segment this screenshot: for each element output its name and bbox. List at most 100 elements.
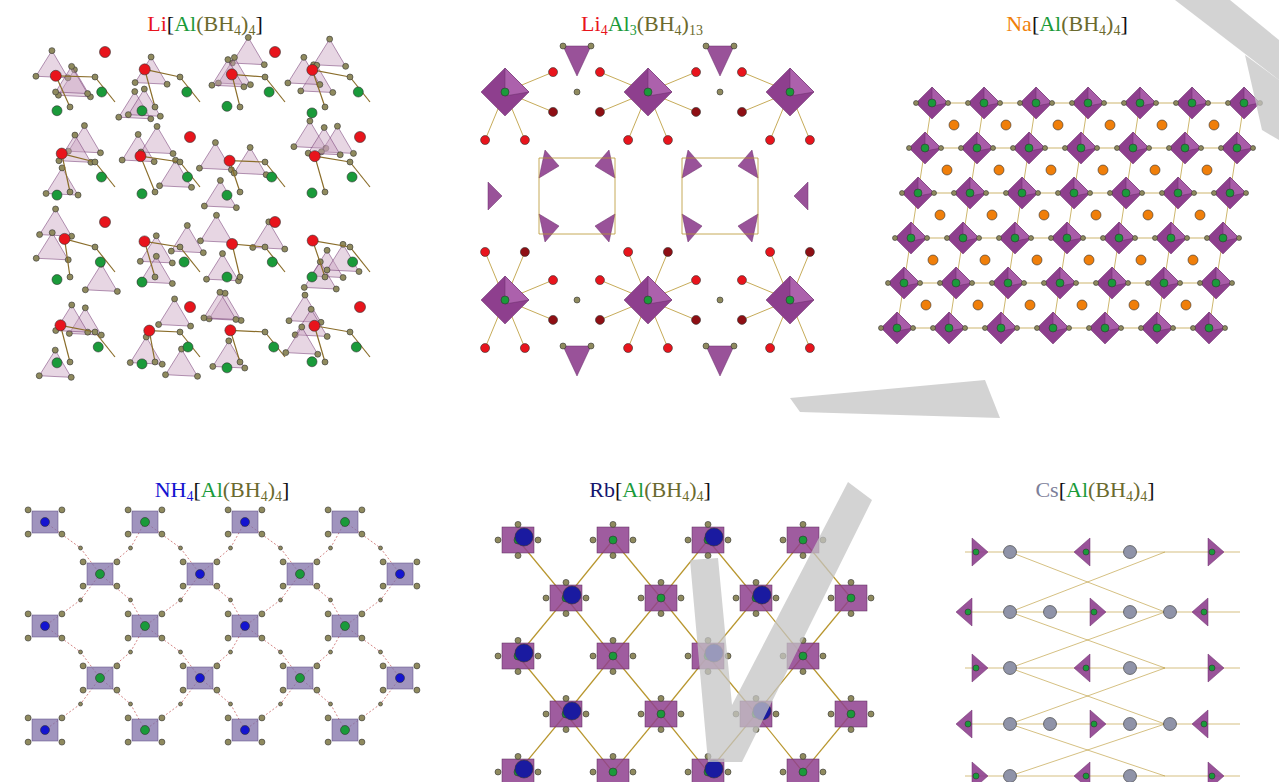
hydrogen-atom [152,359,158,365]
hydrogen-atom [324,267,330,273]
hydrogen-atom [848,695,854,701]
lithium-atom [55,320,66,331]
hydrogen-atom [966,101,971,106]
hydrogen-atom [879,326,884,331]
bh4-tetrahedron [835,701,867,727]
hydrogen-atom [1223,326,1228,331]
sodium-atom [1181,300,1191,310]
sodium-atom [935,210,945,220]
hydrogen-atom [1022,281,1027,286]
hydrogen-atom [179,546,183,550]
hydrogen-atom [780,537,786,543]
ammonium-ion [241,726,250,735]
hydrogen-atom [983,326,988,331]
aluminium-atom [264,87,274,97]
aluminium-atom [1136,99,1144,107]
aluminium-atom [965,721,971,727]
compound-title: Li4Al3(BH4)13 [581,12,703,36]
bh4-tetrahedron [645,585,677,611]
hydrogen-atom [347,329,353,335]
aluminium-atom [267,172,277,182]
bh4-tetrahedron [985,312,1017,344]
hydrogen-atom [725,769,731,775]
lithium-atom [549,107,558,116]
aluminium-atom [1063,234,1071,242]
hydrogen-atom [925,236,930,241]
hydrogen-atom [237,104,243,110]
bh4-tetrahedron [502,643,534,669]
hydrogen-atom [141,86,147,92]
aluminium-atom [96,172,106,182]
lithium-atom [737,68,746,77]
aluminium-atom [799,536,807,544]
hydrogen-atom [79,650,83,654]
caesium-atom [1124,546,1137,559]
hydrogen-atom [114,559,120,565]
hydrogen-atom [82,287,88,293]
alh-octahedron [766,68,814,116]
aluminium-atom [1101,324,1109,332]
sodium-atom [1195,210,1205,220]
hydrogen-atom [43,190,49,196]
hydrogen-atom [114,663,120,669]
bond-line [539,158,540,234]
bh4-tetrahedron [87,563,113,585]
hydrogen-atom [610,521,616,527]
hydrogen-atom [156,322,162,328]
aluminium-atom [657,594,665,602]
hydrogen-atom [225,611,231,617]
rubidium-atom [563,586,581,604]
formula-part: Na [1006,11,1032,36]
hydrogen-atom [157,183,163,189]
caesium-atom [1004,546,1017,559]
hydrogen-atom [379,702,383,706]
aluminium-atom [928,99,936,107]
hydrogen-atom [164,81,170,87]
hydrogen-atom [180,559,186,565]
hydrogen-atom [800,669,806,675]
hydrogen-atom [132,80,138,86]
sodium-atom [1001,120,1011,130]
aluminium-atom [52,358,62,368]
hydrogen-atom [414,663,420,669]
aluminium-atom [609,768,617,776]
ammonium-ion [41,518,50,527]
caesium-atom [1044,718,1057,731]
bond-line [145,69,155,107]
aluminium-atom [1091,609,1097,615]
bh4-tetrahedron [956,598,972,626]
hydrogen-atom [308,306,314,312]
aluminium-atom [351,342,361,352]
sodium-atom [1025,300,1035,310]
subscript: 4 [682,489,689,504]
hydrogen-atom [359,611,365,617]
hydrogen-atom [25,635,31,641]
hydrogen-atom [137,258,143,264]
bond-line [682,158,683,234]
hydrogen-atom [495,653,501,659]
hydrogen-atom [79,598,83,602]
hydrogen-atom [188,323,194,329]
bh4-tetrahedron [645,701,677,727]
hydrogen-atom [177,244,183,250]
caesium-atom [1124,662,1137,675]
aluminium-atom [1209,665,1215,671]
hydrogen-atom [820,769,826,775]
hydrogen-atom [97,150,103,156]
sodium-atom [928,255,938,265]
lithium-atom [549,68,558,77]
bh4-tetrahedron [968,87,1000,119]
hydrogen-atom [200,250,206,256]
hydrogen-atom [938,281,943,286]
bh4-tetrahedron [835,585,867,611]
bh4-tetrahedron [212,60,244,87]
hydrogen-atom [226,338,232,344]
alh-octahedron [766,276,814,324]
hydrogen-atom [1115,146,1120,151]
hydrogen-atom [237,359,243,365]
lithium-atom [185,132,196,143]
hydrogen-atom [229,702,233,706]
hydrogen-atom [163,372,169,378]
lithium-atom [805,247,814,256]
bh4-tetrahedron [1037,312,1069,344]
